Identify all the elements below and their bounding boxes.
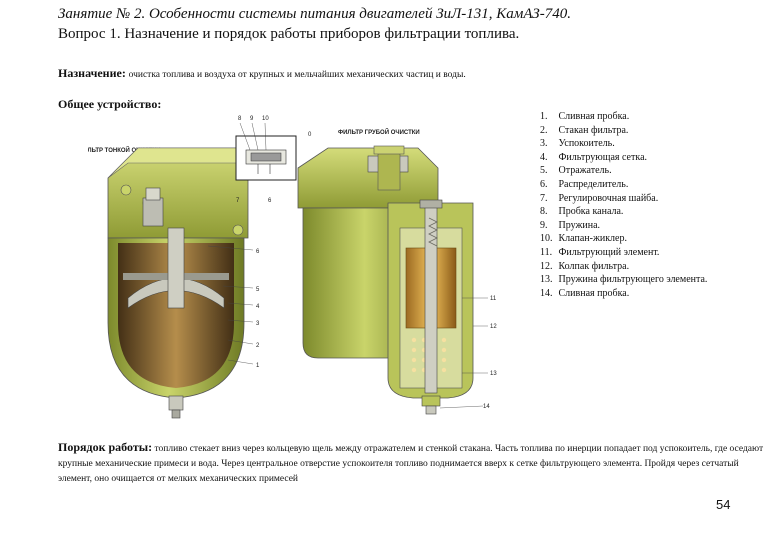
item-number: 13. xyxy=(540,274,553,286)
item-number: 2. xyxy=(540,124,548,136)
item-number: 11. xyxy=(540,246,553,258)
purpose-text: очистка топлива и воздуха от крупных и м… xyxy=(128,70,466,80)
list-item: 2. Стакан фильтра. xyxy=(540,124,707,138)
item-name: Фильтрующий элемент. xyxy=(558,246,660,258)
item-number: 3. xyxy=(540,138,548,150)
fuel-filters-illustration: ФИЛЬТР ТОНКОЙ ОЧИСТКИ 8 9 10 0 7 6 xyxy=(88,116,497,419)
callout-7: 7 xyxy=(236,198,240,204)
list-item: 6. Распределитель. xyxy=(540,178,707,192)
list-item: 1. Сливная пробка. xyxy=(540,110,707,124)
coarse-filter-callouts: 11 12 13 14 xyxy=(439,296,497,410)
callout-13: 13 xyxy=(490,371,497,377)
callout-6: 6 xyxy=(256,249,260,255)
list-item: 5. Отражатель. xyxy=(540,164,707,178)
item-number: 9. xyxy=(540,219,548,231)
item-name: Успокоитель. xyxy=(558,138,615,150)
item-number: 12. xyxy=(540,260,553,272)
item-name: Сливная пробка. xyxy=(558,287,630,299)
item-number: 8. xyxy=(540,206,548,218)
callout-0: 0 xyxy=(308,132,312,138)
item-number: 1. xyxy=(540,111,548,122)
work-paragraph: Порядок работы: топливо стекает вниз чер… xyxy=(58,440,770,487)
item-number: 6. xyxy=(540,178,548,190)
item-name: Отражатель. xyxy=(558,165,612,177)
list-item: 9. Пружина. xyxy=(540,219,707,233)
list-item: 10. Клапан-жиклер. xyxy=(540,232,707,246)
item-name: Клапан-жиклер. xyxy=(558,233,628,245)
item-name: Стакан фильтра. xyxy=(558,124,629,136)
callout-6-small: 6 xyxy=(268,198,272,204)
general-structure-label: Общее устройство: xyxy=(58,97,162,111)
item-name: Фильтрующая сетка. xyxy=(558,151,648,163)
list-item: 12. Колпак фильтра. xyxy=(540,260,707,274)
list-item: 11. Фильтрующий элемент. xyxy=(540,246,707,260)
list-item: 8. Пробка канала. xyxy=(540,205,707,219)
callout-3: 3 xyxy=(256,321,260,327)
callout-4: 4 xyxy=(256,304,260,310)
callout-12: 12 xyxy=(490,324,497,330)
item-name: Колпак фильтра. xyxy=(558,260,630,272)
work-text: топливо стекает вниз через кольцевую щел… xyxy=(58,444,764,484)
item-number: 14. xyxy=(540,287,553,299)
slide-title-line1: Занятие № 2. Особенности системы питания… xyxy=(58,6,571,22)
list-item: 3. Успокоитель. xyxy=(540,137,707,151)
callout-10: 10 xyxy=(262,116,269,122)
item-name: Пружина. xyxy=(558,219,601,231)
item-number: 4. xyxy=(540,151,548,163)
work-label: Порядок работы: xyxy=(58,440,153,454)
list-item: 4. Фильтрующая сетка. xyxy=(540,151,707,165)
coarse-filter-label: ФИЛЬТР ГРУБОЙ ОЧИСТКИ xyxy=(338,128,420,136)
item-number: 7. xyxy=(540,192,548,204)
page-number: 54 xyxy=(716,497,731,512)
item-name: Пробка канала. xyxy=(558,206,624,218)
parts-list: 1. Сливная пробка. 2. Стакан фильтра. 3.… xyxy=(540,110,707,300)
item-name: Регулировочная шайба. xyxy=(558,192,659,204)
callout-2: 2 xyxy=(256,343,260,349)
item-name: Пружина фильтрующего элемента. xyxy=(558,274,708,286)
callout-11: 11 xyxy=(490,296,497,302)
inset-diagram: 8 9 10 0 7 6 xyxy=(235,116,312,204)
callout-5: 5 xyxy=(256,287,260,293)
slide-title-line2: Вопрос 1. Назначение и порядок работы пр… xyxy=(58,26,520,42)
fine-filter-callouts: 6 5 4 3 2 1 xyxy=(207,245,260,369)
purpose-label: Назначение: xyxy=(58,66,126,80)
list-item: 7. Регулировочная шайба. xyxy=(540,192,707,206)
item-number: 10. xyxy=(540,233,553,245)
item-name: Сливная пробка. xyxy=(558,111,630,122)
callout-14: 14 xyxy=(483,404,490,410)
item-name: Распределитель. xyxy=(558,178,629,190)
item-number: 5. xyxy=(540,165,548,177)
callout-9: 9 xyxy=(250,116,254,122)
coarse-filter: ФИЛЬТР ГРУБОЙ ОЧИСТКИ xyxy=(297,128,474,415)
fine-filter: ФИЛЬТР ТОНКОЙ ОЧИСТКИ xyxy=(88,146,249,419)
purpose-paragraph: Назначение: очистка топлива и воздуха от… xyxy=(58,66,466,81)
list-item: 13. Пружина фильтрующего элемента. xyxy=(540,273,707,287)
callout-1: 1 xyxy=(256,363,260,369)
fine-filter-label: ФИЛЬТР ТОНКОЙ ОЧИСТКИ xyxy=(88,146,161,154)
callout-8: 8 xyxy=(238,116,242,122)
list-item: 14. Сливная пробка. xyxy=(540,287,707,301)
